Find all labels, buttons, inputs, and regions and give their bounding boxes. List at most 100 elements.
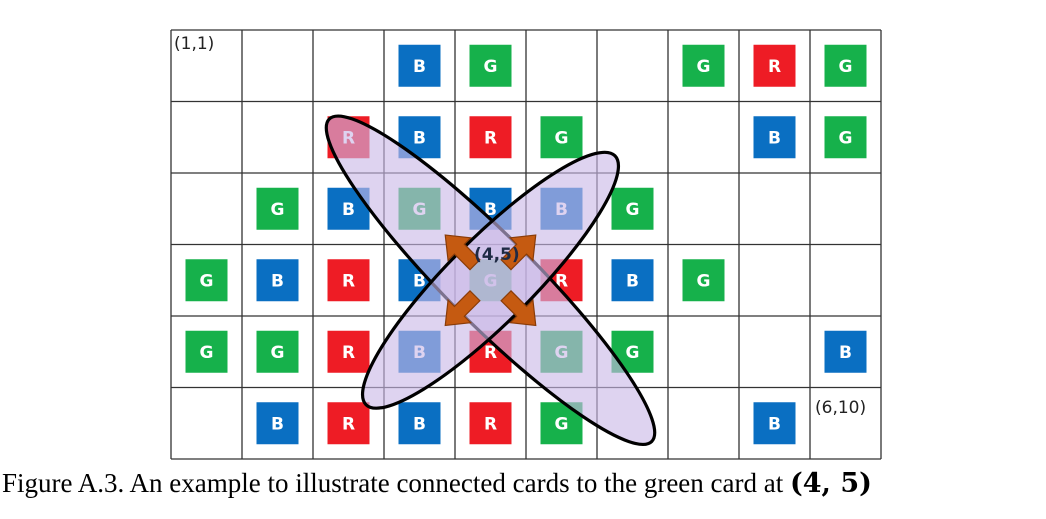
card-square (753, 402, 796, 445)
card-G-r2-c6: G (540, 116, 583, 159)
card-G-r3-c7: G (611, 187, 654, 230)
card-letter: G (271, 343, 285, 363)
card-letter: G (271, 200, 285, 220)
arrow-up-right-icon (500, 234, 537, 271)
card-B-r4-c7: B (611, 259, 654, 302)
card-letter: B (271, 414, 284, 434)
card-letter: R (484, 343, 497, 363)
card-G-r4-c8: G (682, 259, 725, 302)
card-square (256, 187, 299, 230)
card-square (824, 330, 867, 373)
coordinate-labels: (1,1) (6,10) (4,5) (174, 34, 866, 418)
card-square (682, 44, 725, 87)
arrow-shape (500, 290, 537, 327)
caption-coordinate: (4, 5) (789, 468, 872, 499)
card-B-r6-c4: B (398, 402, 441, 445)
card-square (682, 259, 725, 302)
card-letter: G (200, 271, 214, 291)
card-square (256, 402, 299, 445)
card-letter: G (626, 200, 640, 220)
card-letter: B (768, 414, 781, 434)
card-letter: G (626, 343, 640, 363)
card-square (327, 259, 370, 302)
card-B-r2-c9: B (753, 116, 796, 159)
card-square (753, 116, 796, 159)
card-G-r1-c10: G (824, 44, 867, 87)
card-square (611, 187, 654, 230)
card-G-r4-c1: G (185, 259, 228, 302)
corner-label-top-left: (1,1) (174, 34, 214, 54)
card-G-r2-c10: G (824, 116, 867, 159)
card-grid (170, 29, 882, 460)
arrow-down-right-icon (500, 290, 537, 327)
card-letter: G (697, 57, 711, 77)
card-square (469, 116, 512, 159)
card-G-r5-c1: G (185, 330, 228, 373)
card-square (256, 259, 299, 302)
card-square (327, 330, 370, 373)
card-R-r6-c3: R (327, 402, 370, 445)
caption-text: Figure A.3. An example to illustrate con… (2, 468, 790, 498)
card-letter: B (342, 200, 355, 220)
card-G-r3-c2: G (256, 187, 299, 230)
card-square (327, 402, 370, 445)
card-letter: B (768, 128, 781, 148)
card-square (824, 44, 867, 87)
card-R-r1-c9: R (753, 44, 796, 87)
card-square (753, 44, 796, 87)
card-G-r5-c7: G (611, 330, 654, 373)
card-letter: R (342, 414, 355, 434)
card-square (824, 116, 867, 159)
card-letter: G (555, 128, 569, 148)
arrow-up-left-icon (444, 234, 481, 271)
card-G-r1-c5: G (469, 44, 512, 87)
card-square (398, 44, 441, 87)
card-letter: R (484, 414, 497, 434)
card-letter: G (484, 57, 498, 77)
card-letter: G (200, 343, 214, 363)
card-letter: B (413, 128, 426, 148)
card-B-r4-c2: B (256, 259, 299, 302)
card-letter: G (839, 128, 853, 148)
card-B-r6-c9: B (753, 402, 796, 445)
card-square (469, 402, 512, 445)
card-R-r5-c3: R (327, 330, 370, 373)
card-letter: R (342, 343, 355, 363)
figure-caption: Figure A.3. An example to illustrate con… (2, 468, 1046, 499)
card-letter: B (839, 343, 852, 363)
card-G-r5-c2: G (256, 330, 299, 373)
card-square (469, 44, 512, 87)
arrow-shape (500, 234, 537, 271)
card-G-r6-c6: G (540, 402, 583, 445)
card-square (256, 330, 299, 373)
card-letter: R (768, 57, 781, 77)
corner-label-bottom-right: (6,10) (815, 398, 866, 418)
card-letter: B (271, 271, 284, 291)
center-card-label: (4,5) (474, 245, 520, 265)
card-letter: B (413, 271, 426, 291)
arrow-down-left-icon (444, 290, 481, 327)
card-letter: G (697, 271, 711, 291)
card-letter: R (342, 271, 355, 291)
card-letter: B (626, 271, 639, 291)
card-R-r2-c5: R (469, 116, 512, 159)
direction-arrows (444, 234, 537, 327)
arrow-shape (444, 234, 481, 271)
card-R-r6-c5: R (469, 402, 512, 445)
card-letter: R (484, 128, 497, 148)
card-B-r6-c2: B (256, 402, 299, 445)
card-square (185, 259, 228, 302)
card-B-r1-c4: B (398, 44, 441, 87)
card-letter: B (413, 57, 426, 77)
card-G-r1-c8: G (682, 44, 725, 87)
card-B-r5-c10: B (824, 330, 867, 373)
card-square (611, 259, 654, 302)
card-square (185, 330, 228, 373)
card-square (540, 116, 583, 159)
card-letter: G (839, 57, 853, 77)
card-letter: G (555, 414, 569, 434)
card-R-r4-c3: R (327, 259, 370, 302)
card-square (398, 402, 441, 445)
card-letter: B (413, 414, 426, 434)
